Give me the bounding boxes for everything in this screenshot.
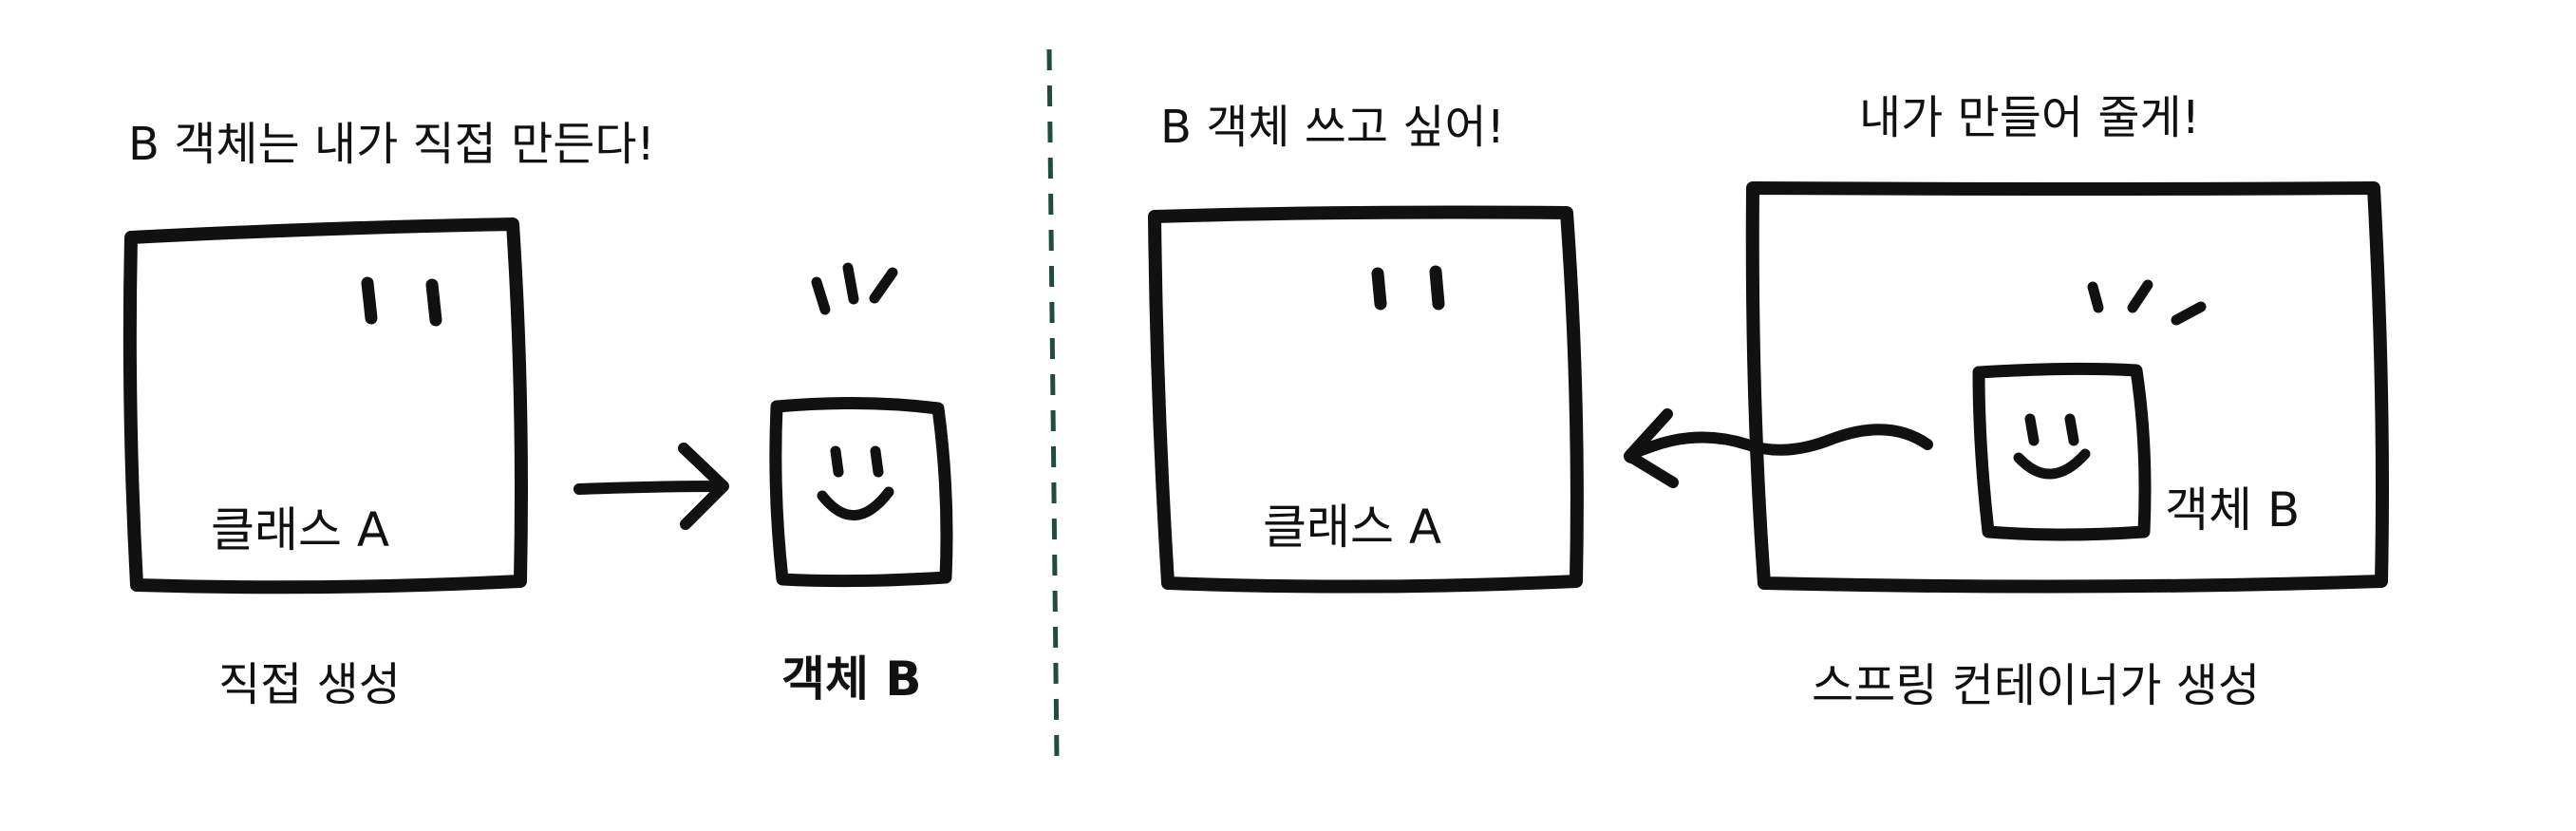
class-a-box xyxy=(122,217,528,595)
wavy-arrow-left-icon xyxy=(1624,408,1933,488)
eyes-icon xyxy=(361,276,442,327)
smiley-face-icon xyxy=(817,445,894,520)
right-object-b-label: 객체 B xyxy=(2165,482,2301,538)
sparkle-lines-icon xyxy=(811,262,898,315)
panel-divider xyxy=(1046,48,1060,761)
sparkle-lines-icon-right xyxy=(2087,279,2207,326)
object-b-box xyxy=(769,396,953,588)
arrow-right-icon xyxy=(573,443,729,530)
left-speech-text: B 객체는 내가 직접 만든다! xyxy=(128,118,655,171)
left-object-b-label: 객체 B xyxy=(781,652,922,707)
right-speech-container-text: 내가 만들어 줄게! xyxy=(1859,91,2200,144)
right-caption: 스프링 컨테이너가 생성 xyxy=(1812,659,2261,712)
object-b-box-right xyxy=(1972,362,2152,541)
left-class-a-label: 클래스 A xyxy=(211,502,390,557)
right-class-a-label: 클래스 A xyxy=(1263,500,1442,555)
left-caption: 직접 생성 xyxy=(218,658,401,711)
class-a-box-right xyxy=(1148,205,1584,594)
smiley-face-icon-right xyxy=(2013,413,2091,480)
spring-container-box xyxy=(1745,181,2389,594)
eyes-icon-right xyxy=(1371,265,1445,311)
right-speech-a-text: B 객체 쓰고 싶어! xyxy=(1160,101,1505,154)
